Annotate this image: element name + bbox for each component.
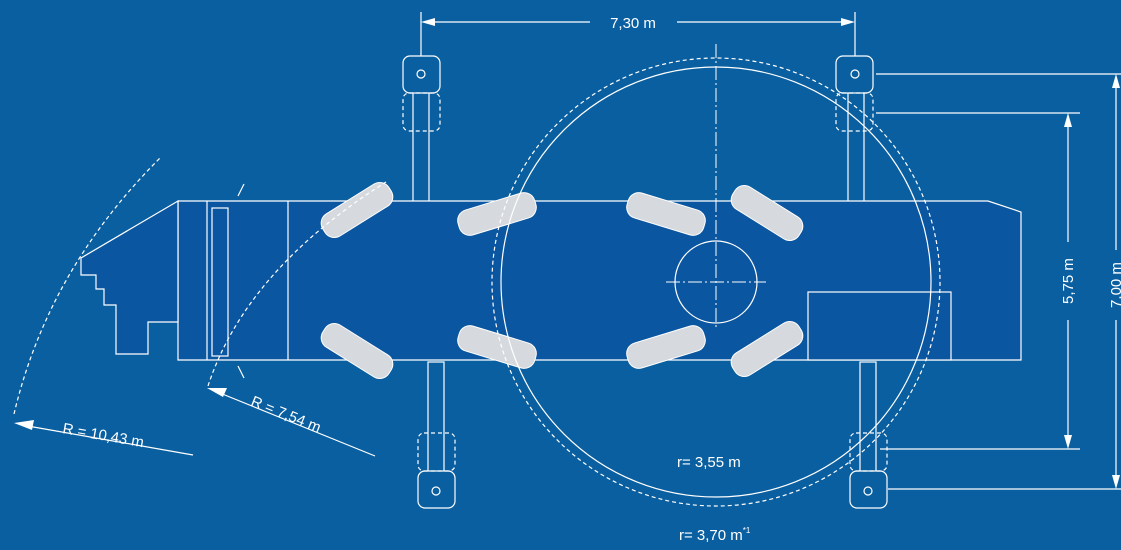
wheel	[320, 181, 394, 239]
outrigger-pad-rear-left	[835, 55, 874, 94]
swing-radius-outer-label: r= 3,70 m*1	[679, 526, 751, 544]
radius-outer-leader	[21, 424, 194, 456]
dimension-support-widths: 5,75 m 7,00 m	[876, 73, 1121, 490]
wheel	[457, 325, 537, 369]
outrigger-beam-front-right	[427, 361, 445, 487]
support-width-inner-label: 5,75 m	[1060, 258, 1077, 304]
outrigger-beams	[412, 77, 877, 487]
label-bg	[1105, 252, 1121, 318]
swing-circle-outer	[491, 57, 941, 507]
swing-radius-outer-value: r= 3,70 m	[679, 527, 743, 544]
radius-leaders	[14, 388, 376, 457]
outrigger-beam-front-left	[412, 77, 430, 203]
wheel	[626, 192, 706, 236]
outrigger-spacing-label: 7,30 m	[610, 15, 656, 32]
support-width-outer-label: 7,00 m	[1108, 262, 1121, 308]
pad-pin	[863, 486, 873, 496]
outrigger-beam-rear-left	[847, 77, 865, 203]
arrow-head	[841, 18, 855, 26]
pad-pin	[850, 69, 860, 79]
counterweight-outline	[80, 199, 179, 355]
arrow-head	[421, 18, 435, 26]
outrigger-pad-front-right	[417, 470, 456, 509]
arrow-head	[1112, 74, 1120, 88]
turning-radius-outer-label: R = 10,43 m	[61, 420, 145, 451]
arrow-head	[207, 388, 227, 397]
swing-radius-inner-label: r= 3,55 m	[677, 454, 741, 471]
pad-pin	[416, 69, 426, 79]
mirror-left	[237, 183, 245, 197]
outrigger-pads	[402, 55, 888, 509]
turning-arc-inner	[207, 181, 387, 387]
turning-radius-inner-label: R = 7,54 m	[249, 393, 324, 436]
arrow-head	[14, 420, 34, 430]
label-bg	[1057, 244, 1079, 318]
outrigger-pad-front-left	[402, 55, 441, 94]
wheel	[730, 320, 804, 378]
dimension-outrigger-spacing: 7,30 m	[420, 10, 856, 56]
vehicle-body	[80, 183, 1022, 379]
wheel	[320, 322, 394, 380]
cab-window	[211, 207, 229, 357]
label-bg	[592, 10, 674, 34]
mirror-right	[237, 365, 245, 379]
radius-inner-leader	[214, 390, 376, 457]
outrigger-pad-rear-right	[849, 470, 888, 509]
arrow-head	[1112, 475, 1120, 489]
arrow-head	[1064, 113, 1072, 127]
wheel	[730, 184, 804, 242]
outrigger-beam-rear-right	[859, 361, 877, 487]
engine-box	[807, 291, 952, 361]
wheel	[457, 192, 537, 236]
arrow-head	[1064, 435, 1072, 449]
wheel	[626, 325, 706, 369]
footnote-marker: *1	[743, 526, 751, 535]
pad-pin	[431, 486, 441, 496]
swing-circles	[491, 44, 941, 507]
turning-arc-outer	[13, 157, 161, 415]
wheels	[320, 181, 804, 380]
turning-radius-arcs	[13, 157, 387, 415]
